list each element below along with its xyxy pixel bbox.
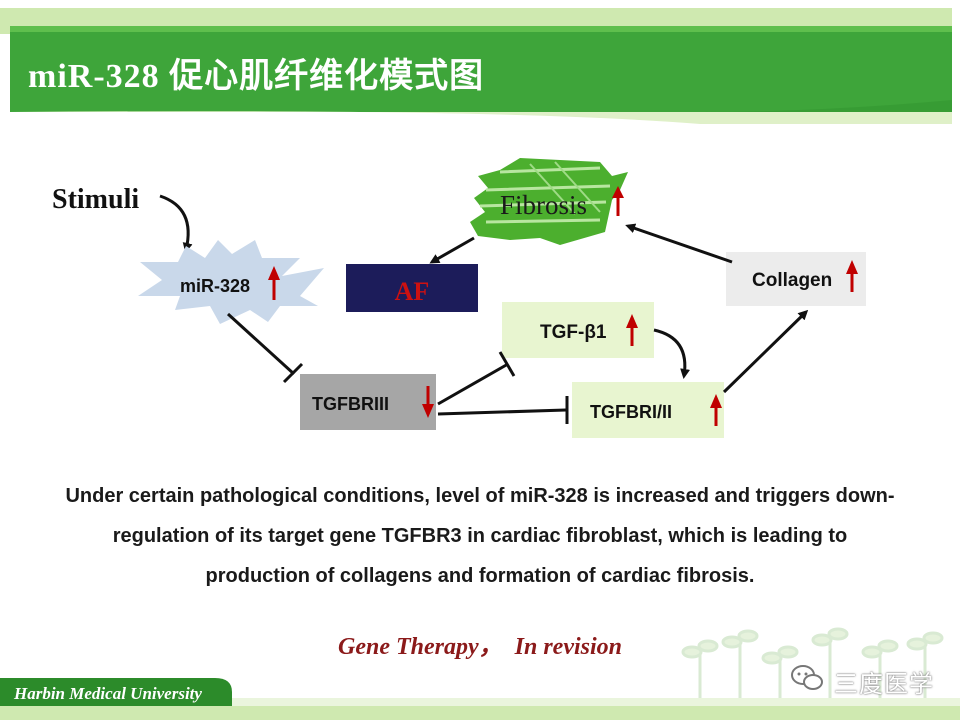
- collagen-label: Collagen: [752, 270, 832, 291]
- mir328-inhibits-tgfbr3: [226, 312, 296, 376]
- collagen-box: [726, 252, 866, 306]
- fibrosis-label: Fibrosis: [500, 190, 587, 220]
- tgfbr3-inhibits-tgfb1: [437, 362, 509, 406]
- caption-line-1: Under certain pathological conditions, l…: [65, 485, 895, 507]
- collagen-up-arrow-icon: [846, 260, 858, 292]
- slide-title: miR-328 促心肌纤维化模式图: [28, 58, 485, 95]
- header-band: [0, 0, 960, 125]
- caption-line-3: production of collagens and formation of…: [205, 565, 755, 587]
- tgfb1-box: [502, 302, 654, 358]
- footer-bar: [0, 678, 960, 720]
- tgfbr3-down-arrow-icon: [422, 386, 434, 418]
- collagen-to-fibrosis-arrow: [625, 223, 733, 264]
- tgfbr12-box: [572, 382, 724, 438]
- tgfbr12-label: TGFBRI/II: [590, 402, 672, 422]
- fibrosis-up-arrow-icon: [612, 186, 624, 216]
- caption-line-2: regulation of its target gene TGFBR3 in …: [112, 525, 848, 547]
- mir328-up-arrow-icon: [268, 266, 280, 300]
- tgfbr3-box: [300, 374, 436, 430]
- af-label: AF: [395, 277, 430, 306]
- tgfbr12-up-arrow-icon: [710, 394, 722, 426]
- mir328-label: miR-328: [180, 276, 250, 296]
- wechat-icon: [791, 665, 823, 690]
- tgfbr12-to-collagen-arrow: [722, 309, 809, 394]
- mir328-starburst-shape: [138, 240, 324, 324]
- af-box: [346, 264, 478, 312]
- stimuli-arrow: [159, 194, 193, 253]
- fibrosis-to-af-arrow: [429, 236, 475, 264]
- decorative-plants: [681, 627, 944, 700]
- citation: Gene Therapy， In revision: [338, 634, 622, 660]
- fibrosis-tissue-shape: [470, 158, 628, 245]
- tgfbr3-inhibits-tgfbr12: [437, 408, 567, 416]
- tgfb1-label: TGF-β1: [540, 322, 607, 343]
- tgfb1-to-tgfbr12-arrow: [653, 328, 691, 379]
- stimuli-label: Stimuli: [52, 184, 139, 215]
- watermark-text: 三度医学: [834, 670, 934, 698]
- tgfb1-up-arrow-icon: [626, 314, 638, 346]
- footer-university: Harbin Medical University: [14, 684, 202, 703]
- tgfbr3-label: TGFBRIII: [312, 394, 389, 414]
